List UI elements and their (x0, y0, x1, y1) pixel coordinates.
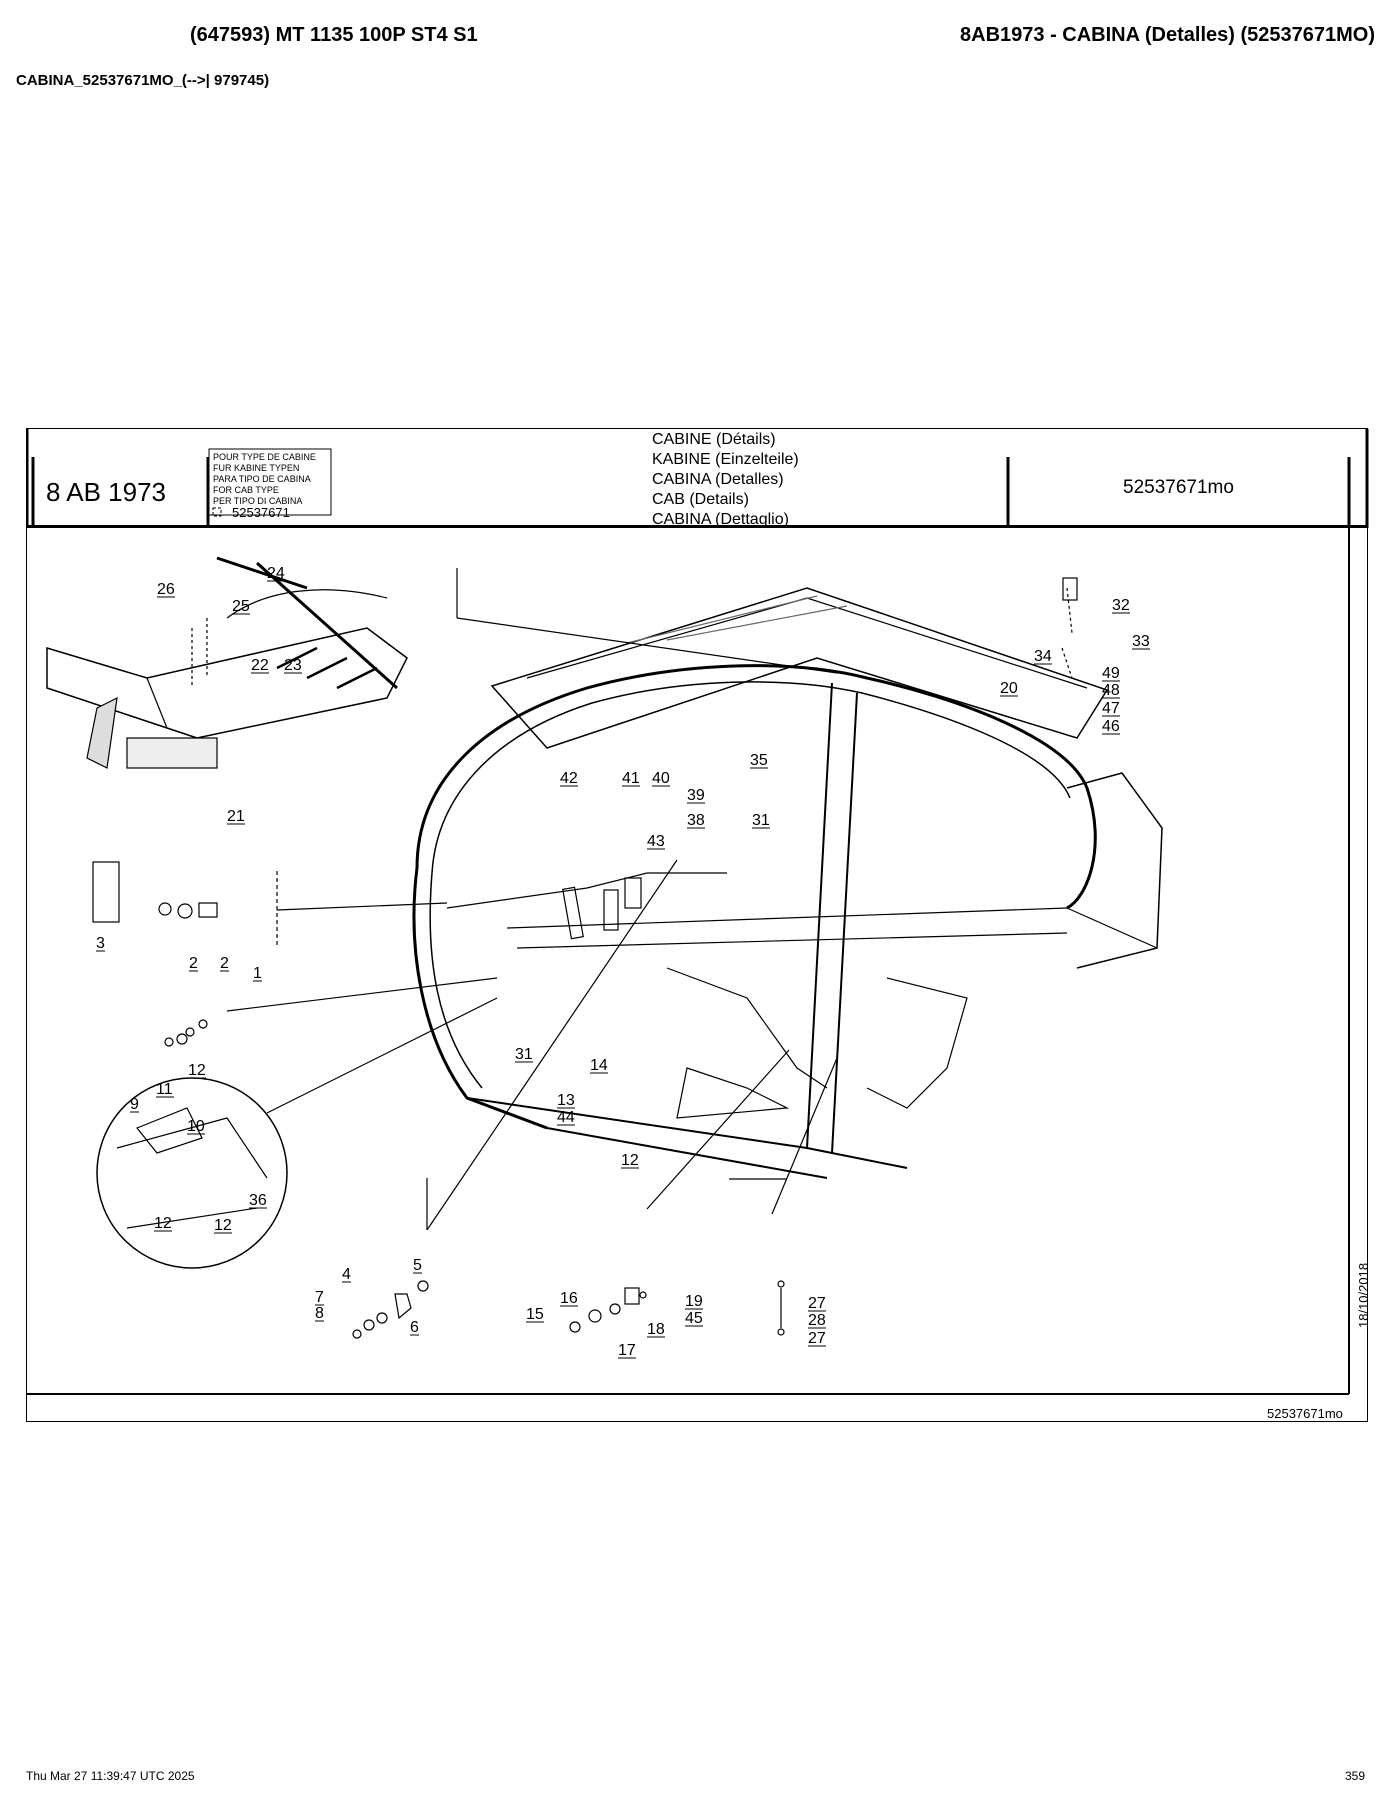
callout-label: 11 (156, 1081, 173, 1098)
callout-label: 2 (220, 955, 229, 972)
cab-type-label-2: FUR KABINE TYPEN (213, 463, 299, 473)
drawing-ref-bottom: 52537671mo (1267, 1406, 1343, 1421)
callout-label: 10 (187, 1118, 205, 1135)
title-fr: CABINE (Détails) (652, 431, 776, 448)
cab-type-box-icon (212, 507, 222, 517)
callout-label: 33 (1132, 633, 1150, 650)
callout-label: 27 (808, 1295, 826, 1312)
callout-label: 47 (1102, 700, 1120, 717)
drawing-ref-title: 52537671mo (1123, 477, 1234, 498)
drawing-frame: 8 AB 1973 POUR TYPE DE CABINE FUR KABINE… (26, 428, 1369, 1422)
header-left: (647593) MT 1135 100P ST4 S1 (190, 24, 478, 46)
callout-label: 43 (647, 833, 665, 850)
callout-label: 38 (687, 812, 705, 829)
callout-label: 40 (652, 770, 670, 787)
callout-label: 6 (410, 1319, 419, 1336)
cab-type-label-4: FOR CAB TYPE (213, 485, 279, 495)
callout-label: 5 (413, 1257, 422, 1274)
callout-label: 24 (267, 565, 285, 582)
callout-label: 12 (214, 1217, 232, 1234)
callout-label: 25 (232, 598, 250, 615)
group-code: 8 AB 1973 (46, 477, 166, 507)
callout-label: 23 (284, 657, 302, 674)
callout-label: 49 (1102, 665, 1120, 682)
callout-label: 32 (1112, 597, 1130, 614)
callout-label: 42 (560, 770, 578, 787)
callout-label: 8 (315, 1305, 324, 1322)
footer-timestamp: Thu Mar 27 11:39:47 UTC 2025 (26, 1769, 195, 1783)
callout-label: 46 (1102, 718, 1120, 735)
title-it: CABINA (Dettaglio) (652, 511, 789, 528)
callout-label: 34 (1034, 648, 1052, 665)
callout-label: 26 (157, 581, 175, 598)
cab-type-label-5: PER TIPO DI CABINA (213, 496, 302, 506)
callout-label: 22 (251, 657, 269, 674)
callout-label: 39 (687, 787, 705, 804)
callout-label: 12 (621, 1152, 639, 1169)
footer-page-number: 359 (1344, 1769, 1365, 1783)
cab-type-label-1: POUR TYPE DE CABINE (213, 452, 316, 462)
callout-label: 19 (685, 1293, 703, 1310)
callout-label: 16 (560, 1290, 578, 1307)
callout-label: 44 (557, 1109, 575, 1126)
title-de: KABINE (Einzelteile) (652, 451, 799, 468)
callout-label: 28 (808, 1312, 826, 1329)
callout-label: 12 (154, 1215, 172, 1232)
callout-label: 20 (1000, 680, 1018, 697)
callout-label: 12 (188, 1062, 206, 1079)
callout-label: 15 (526, 1306, 544, 1323)
callout-label: 45 (685, 1310, 703, 1327)
callout-label: 48 (1102, 682, 1120, 699)
callout-label: 35 (750, 752, 768, 769)
callout-label: 7 (315, 1289, 324, 1306)
callout-label: 4 (342, 1266, 351, 1283)
callout-label: 9 (130, 1096, 139, 1113)
callout-label: 18 (647, 1321, 665, 1338)
callout-label: 31 (752, 812, 770, 829)
header-right: 8AB1973 - CABINA (Detalles) (52537671MO) (960, 24, 1375, 46)
drawing-date: 18/10/2018 (1356, 1263, 1369, 1328)
callout-label: 36 (249, 1192, 267, 1209)
callout-label: 1 (253, 965, 262, 982)
callout-label: 41 (622, 770, 640, 787)
callout-label: 27 (808, 1330, 826, 1347)
callout-label: 31 (515, 1046, 533, 1063)
title-en: CAB (Details) (652, 491, 749, 508)
title-es: CABINA (Detalles) (652, 471, 784, 488)
callout-label: 3 (96, 935, 105, 952)
cab-type-value: 52537671 (232, 505, 290, 520)
title-block: 8 AB 1973 POUR TYPE DE CABINE FUR KABINE… (27, 429, 1369, 528)
cab-type-label-3: PARA TIPO DE CABINA (213, 474, 311, 484)
callout-label: 14 (590, 1057, 608, 1074)
callout-label: 21 (227, 808, 245, 825)
callout-label: 13 (557, 1092, 575, 1109)
callout-label: 17 (618, 1342, 636, 1359)
page-subtitle: CABINA_52537671MO_(-->| 979745) (16, 72, 270, 89)
callout-label: 2 (189, 955, 198, 972)
